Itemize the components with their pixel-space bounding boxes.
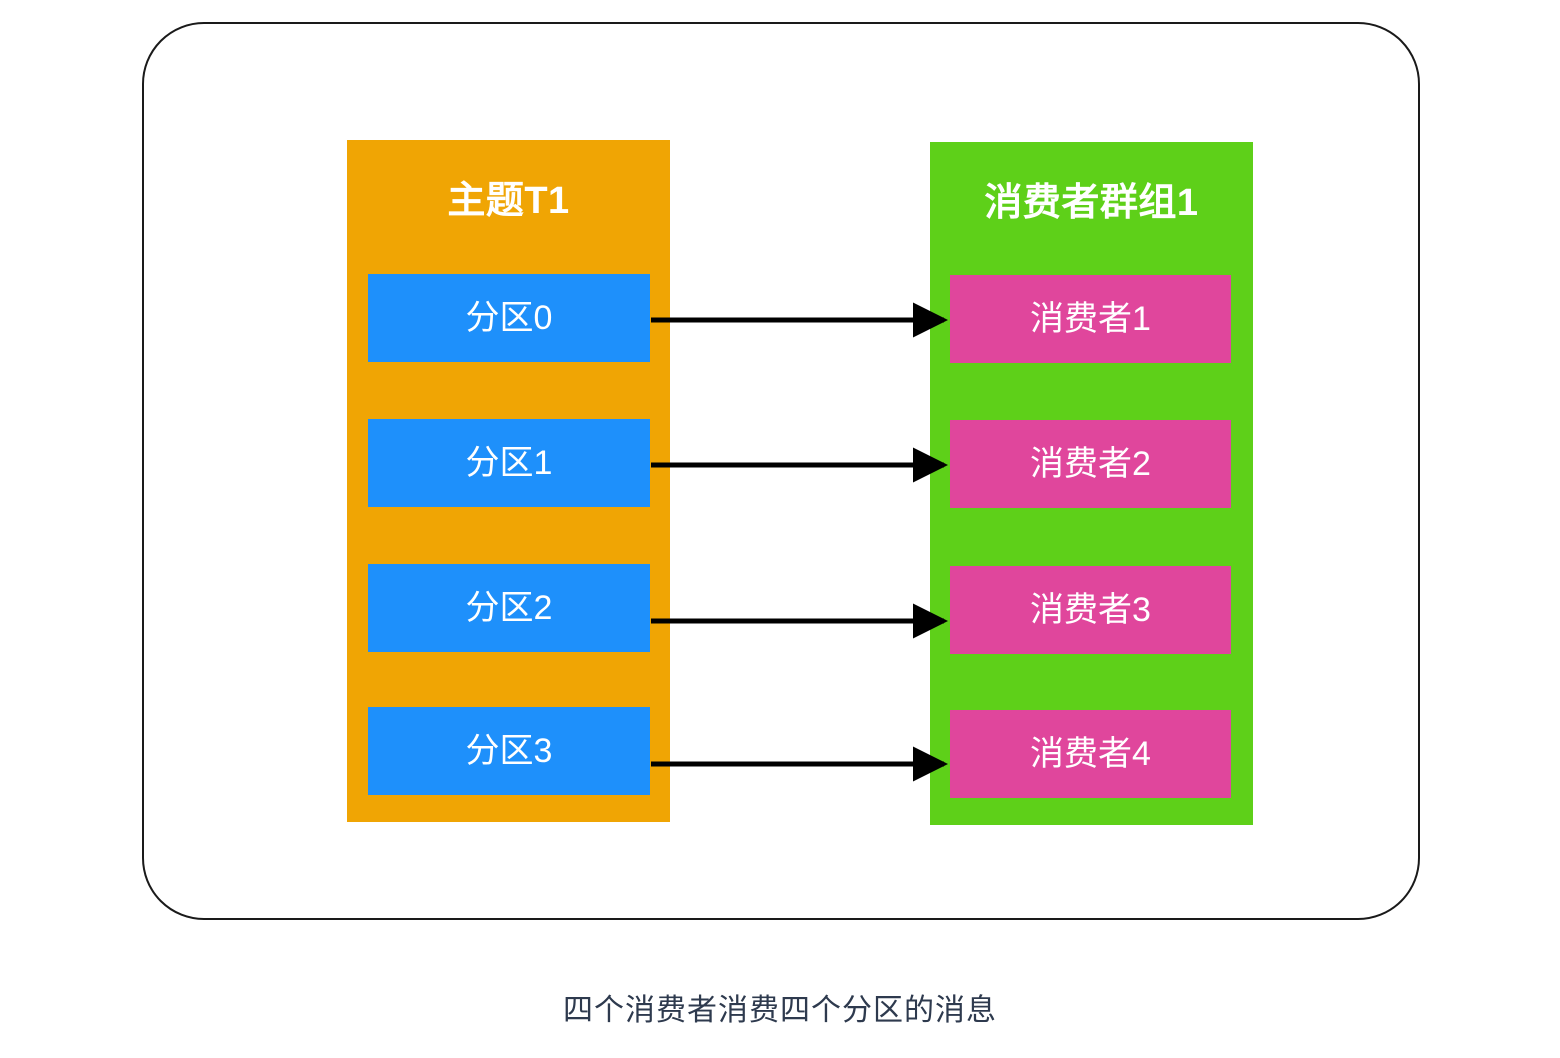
consumer-box-1[interactable]: 消费者1 xyxy=(950,275,1231,363)
topic-group-title: 主题T1 xyxy=(447,180,570,222)
consumer-group-container: 消费者群组1 消费者1 消费者2 消费者3 消费者4 xyxy=(930,142,1253,825)
diagram-caption: 四个消费者消费四个分区的消息 xyxy=(563,994,997,1027)
partition-box-1[interactable]: 分区1 xyxy=(368,419,650,507)
partition-box-2[interactable]: 分区2 xyxy=(368,564,650,652)
consumer-box-3[interactable]: 消费者3 xyxy=(950,566,1231,654)
consumer-group-title: 消费者群组1 xyxy=(984,182,1199,224)
topic-group-container: 主题T1 分区0 分区1 分区2 分区3 xyxy=(347,140,670,822)
partition-box-0[interactable]: 分区0 xyxy=(368,274,650,362)
consumer-box-4[interactable]: 消费者4 xyxy=(950,710,1231,798)
consumer-box-2[interactable]: 消费者2 xyxy=(950,420,1231,508)
partition-box-3[interactable]: 分区3 xyxy=(368,707,650,795)
